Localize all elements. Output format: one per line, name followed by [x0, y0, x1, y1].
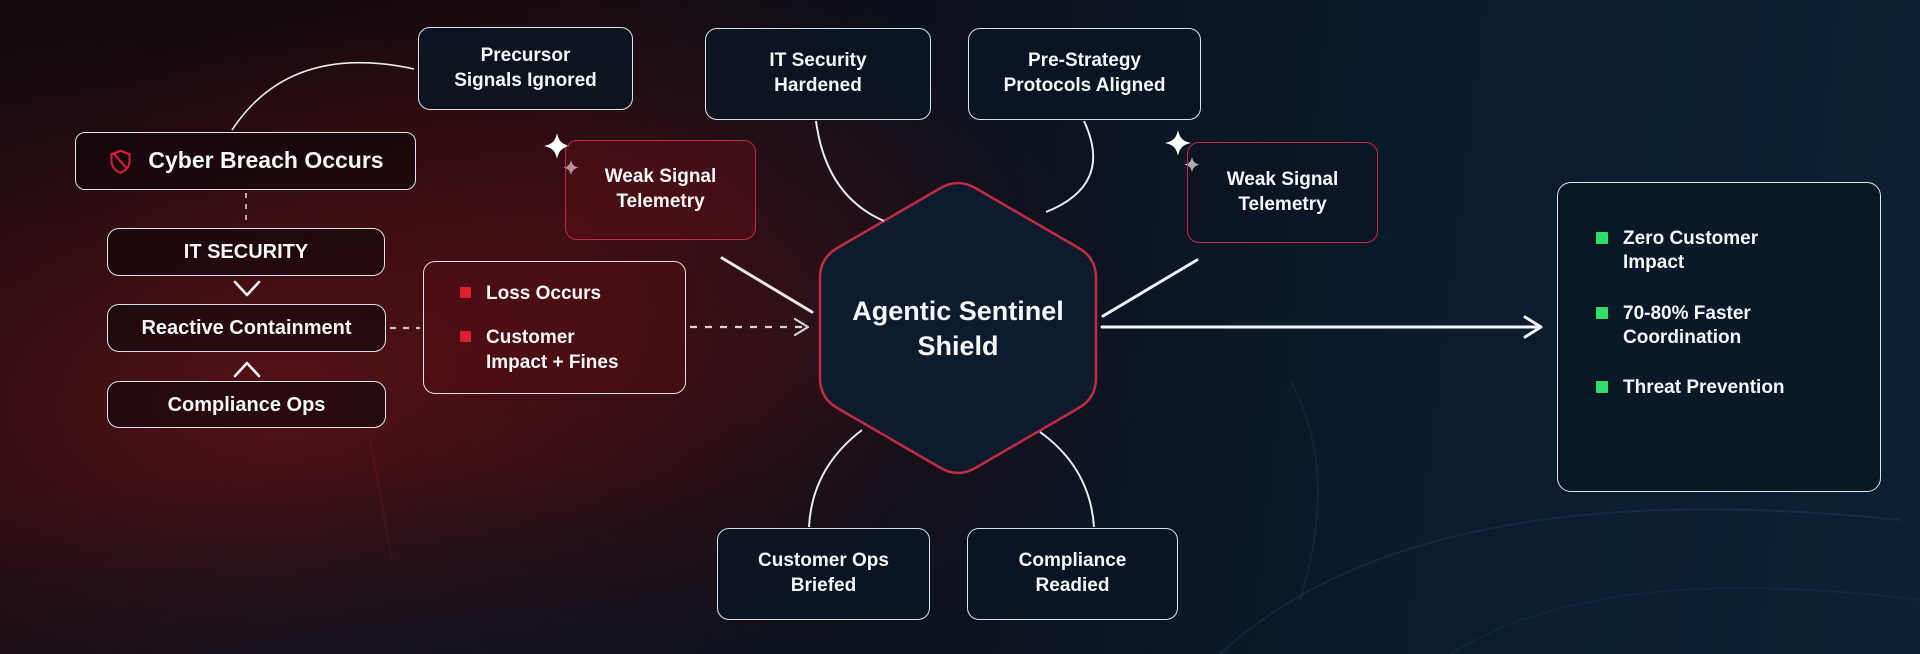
node-compliance-readied: Compliance Readied [967, 528, 1178, 620]
node-label: Agentic Sentinel [852, 296, 1064, 326]
node-loss-box: Loss Occurs Customer Impact + Fines [423, 261, 686, 394]
node-pre-strategy-protocols: Pre-Strategy Protocols Aligned [968, 28, 1201, 120]
node-precursor-signals: Precursor Signals Ignored [418, 27, 633, 110]
curve-ithardened-to-hexagon [815, 120, 885, 222]
node-it-security-hardened: IT Security Hardened [705, 28, 931, 120]
node-compliance-ops: Compliance Ops [107, 381, 386, 428]
node-label: Telemetry [1238, 193, 1327, 215]
node-label: Briefed [790, 575, 857, 596]
node-agentic-sentinel-shield: Agentic Sentinel Shield [820, 294, 1096, 363]
list-item: 70-80% Faster Coordination [1596, 302, 1815, 351]
node-label: Signals Ignored [454, 69, 597, 91]
red-square-bullet-icon [460, 287, 471, 298]
node-it-security: IT SECURITY [107, 228, 385, 276]
list-item: Threat Prevention [1596, 376, 1815, 400]
node-label: Hardened [774, 75, 862, 96]
chevron-up-icon [233, 361, 261, 378]
list-item-label: Zero Customer Impact [1623, 228, 1759, 274]
node-outcomes: Zero Customer Impact 70-80% Faster Coord… [1557, 182, 1881, 492]
red-square-bullet-icon [460, 331, 471, 343]
list-item: Customer Impact + Fines [460, 326, 638, 375]
green-square-bullet-icon [1596, 232, 1608, 244]
list-item: Zero Customer Impact [1596, 227, 1815, 276]
node-label: Telemetry [616, 191, 705, 212]
green-square-bullet-icon [1596, 381, 1608, 394]
curve-hexagon-to-customerops [808, 429, 863, 528]
node-label: Pre-Strategy [1028, 50, 1141, 72]
node-label: Readied [1035, 575, 1110, 596]
node-label: Compliance [1018, 550, 1127, 572]
node-label: Precursor [480, 44, 571, 66]
curve-hexagon-to-compliancereadied [1039, 431, 1095, 528]
list-item-label: Customer Impact + Fines [486, 327, 619, 373]
node-label: Protocols Aligned [1003, 75, 1166, 96]
node-label: Weak Signal [604, 166, 717, 188]
dashed-arrowhead [793, 317, 810, 337]
shield-off-icon [110, 149, 131, 174]
node-label: IT SECURITY [183, 241, 309, 263]
node-label: Compliance Ops [167, 393, 326, 416]
node-label: Shield [917, 330, 999, 361]
node-label: IT Security [769, 50, 867, 72]
list-item-label: 70-80% Faster Coordination [1623, 302, 1751, 348]
green-square-bullet-icon [1596, 306, 1608, 319]
node-label: Cyber Breach Occurs [148, 147, 384, 174]
node-label: Customer Ops [758, 550, 889, 572]
arrowhead-right [1523, 315, 1543, 339]
node-weak-signal-telemetry-left: Weak Signal Telemetry [565, 140, 756, 240]
list-item: Loss Occurs [460, 282, 638, 306]
curve-breach-to-precursor [231, 61, 415, 131]
node-cyber-breach: Cyber Breach Occurs [75, 132, 416, 190]
node-weak-signal-telemetry-right: Weak Signal Telemetry [1187, 142, 1378, 243]
chevron-down-icon [233, 280, 261, 297]
list-item-label: Threat Prevention [1623, 377, 1785, 399]
node-label: Reactive Containment [141, 317, 352, 339]
line-hexagon-to-weaksignal-right [1101, 258, 1199, 318]
node-reactive-containment: Reactive Containment [107, 304, 386, 352]
line-weaksignal-left-to-hexagon [720, 256, 814, 314]
curve-prestrategy-to-hexagon [1045, 120, 1095, 213]
list-item-label: Loss Occurs [486, 283, 602, 304]
node-label: Weak Signal [1226, 168, 1339, 190]
node-customer-ops-briefed: Customer Ops Briefed [717, 528, 930, 620]
